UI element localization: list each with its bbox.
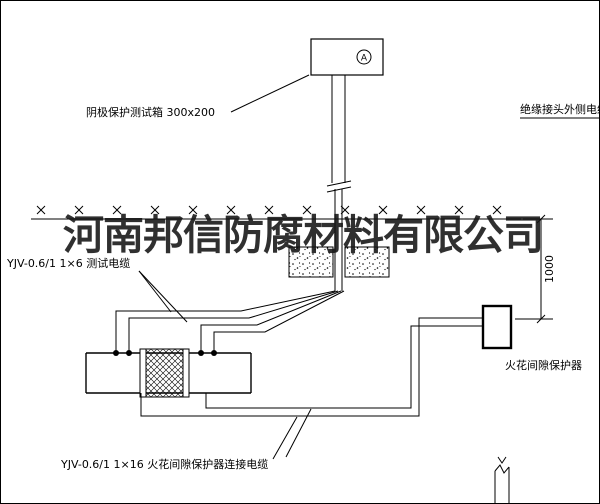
terminal-a-label: A [361,54,368,64]
test-box-leader [230,74,310,113]
spark-gap-protector-label: 火花间隙保护器 [505,358,582,372]
concrete-foundations [288,246,390,278]
connect-cable-label: YJV-0.6/1 1×16 火花间隙保护器连接电缆 [60,457,268,471]
insulating-joint [139,348,190,398]
cable-connection-dot [126,350,132,356]
pipe-riser-symbol [494,456,510,503]
insulated-joint-cable-note: 绝缘接头外侧电缆 [520,102,599,119]
terminal-a-circle [356,49,372,65]
test-cables [115,290,345,351]
test-cable-note: YJV-0.6/1 1×6 测试电缆 [6,257,188,323]
dimension-1000: 1000 [515,214,556,324]
dimension-1000-text: 1000 [543,255,556,283]
protector-cables [140,317,483,417]
spark-gap-protector [481,304,513,350]
test-box-label: 阴极保护测试箱 300x200 [86,105,215,119]
riser-conduit [326,75,352,291]
company-watermark: 河南邦信防腐材料有限公司 [63,212,543,258]
test-cable-label: YJV-0.6/1 1×6 测试电缆 [6,257,130,270]
pipeline [85,348,252,398]
ground-line [31,205,521,220]
cable-connection-dot [198,350,204,356]
test-box: A [310,38,384,76]
cable-connection-dot [211,350,217,356]
cable-connection-dot [113,350,119,356]
connect-cable-note: YJV-0.6/1 1×16 火花间隙保护器连接电缆 [60,408,312,471]
insulated-joint-cable-label: 绝缘接头外侧电缆 [520,102,599,116]
